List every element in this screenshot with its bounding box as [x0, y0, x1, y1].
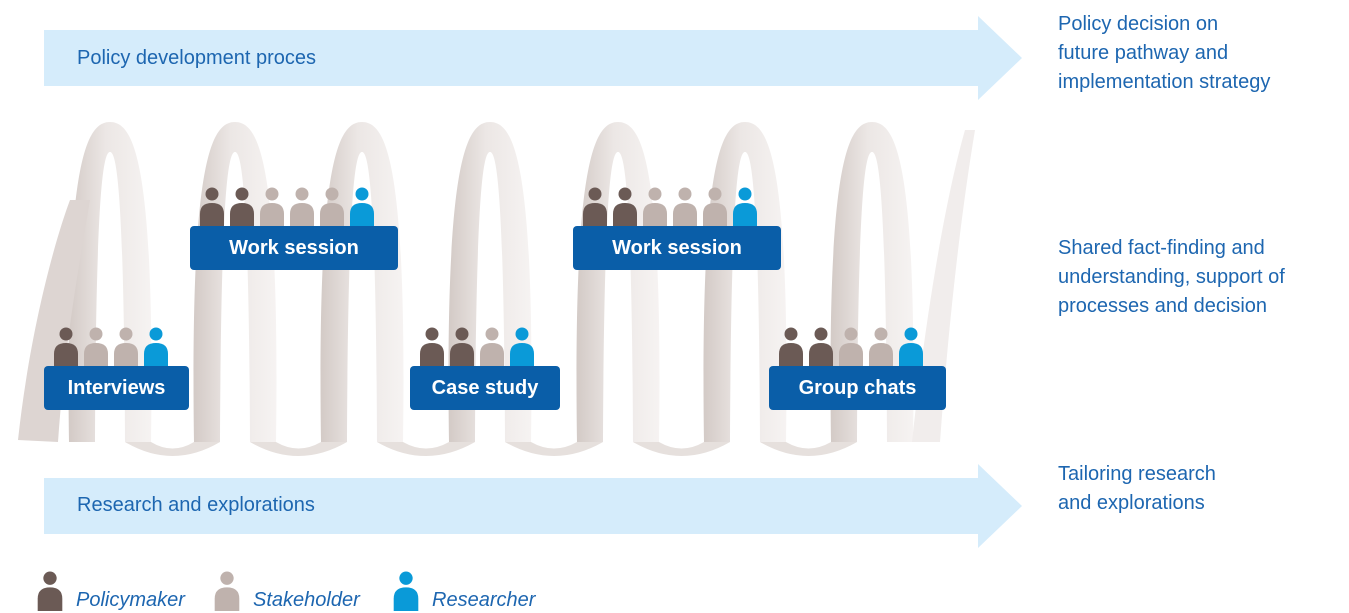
activity-label: Case study — [410, 366, 560, 410]
researcher-icon — [350, 187, 374, 226]
tailoring-research-note: Tailoring research and explorations — [1058, 460, 1216, 518]
policymaker-icon — [200, 187, 224, 226]
ribbon-loop — [576, 122, 660, 442]
stakeholder-icon — [839, 327, 863, 366]
policymaker-icon — [779, 327, 803, 366]
legend-label: Stakeholder — [253, 589, 360, 611]
note-line: Policy decision on — [1058, 13, 1219, 35]
ribbon-connector — [377, 442, 475, 456]
policymaker-icon — [420, 327, 444, 366]
shared-fact-finding-note: Shared fact-finding and understanding, s… — [1058, 234, 1285, 321]
researcher-icon — [510, 327, 534, 366]
stakeholder-icon — [703, 187, 727, 226]
note-line: implementation strategy — [1058, 71, 1271, 93]
ribbon-connector — [125, 442, 220, 456]
policymaker-icon — [230, 187, 254, 226]
stakeholder-icon — [673, 187, 697, 226]
ribbon-tail-left — [18, 200, 90, 442]
stakeholder-icon — [260, 187, 284, 226]
note-line: and explorations — [1058, 492, 1205, 514]
ribbon-connector — [250, 442, 347, 456]
activity-label: Group chats — [769, 366, 946, 410]
ribbon-connector — [760, 442, 857, 456]
policymaker-icon — [37, 571, 63, 611]
activity-label: Interviews — [44, 366, 189, 410]
research-explorations-label: Research and explorations — [77, 494, 315, 516]
policymaker-icon — [809, 327, 833, 366]
activity-label: Work session — [190, 226, 398, 270]
stakeholder-icon — [643, 187, 667, 226]
note-line: processes and decision — [1058, 295, 1268, 317]
researcher-icon — [899, 327, 923, 366]
note-line: Tailoring research — [1058, 463, 1216, 485]
policymaker-icon — [583, 187, 607, 226]
stakeholder-icon — [320, 187, 344, 226]
note-line: Shared fact-finding and — [1058, 237, 1265, 259]
researcher-icon — [733, 187, 757, 226]
note-line: future pathway and — [1058, 42, 1229, 64]
stakeholder-icon — [869, 327, 893, 366]
policy-development-arrow — [44, 16, 1022, 100]
ribbon-connector — [633, 442, 730, 456]
stakeholder-icon — [214, 571, 240, 611]
ribbon-loop — [320, 122, 404, 442]
policy-development-label: Policy development proces — [77, 47, 317, 69]
ribbon-loop — [703, 122, 787, 442]
stakeholder-icon — [84, 327, 108, 366]
legend-label: Policymaker — [76, 589, 185, 611]
stakeholder-icon — [290, 187, 314, 226]
researcher-icon — [393, 571, 419, 611]
policymaker-icon — [450, 327, 474, 366]
ribbon-tail-right — [912, 130, 975, 442]
ribbon-loop — [193, 122, 277, 442]
activity-label: Work session — [573, 226, 781, 270]
researcher-icon — [144, 327, 168, 366]
research-explorations-arrow — [44, 464, 1022, 548]
ribbon-connector — [505, 442, 603, 456]
stakeholder-icon — [480, 327, 504, 366]
policymaker-icon — [613, 187, 637, 226]
stakeholder-icon — [114, 327, 138, 366]
policymaker-icon — [54, 327, 78, 366]
note-line: understanding, support of — [1058, 266, 1285, 288]
policy-decision-note: Policy decision on future pathway and im… — [1058, 10, 1270, 97]
legend-label: Researcher — [432, 589, 536, 611]
